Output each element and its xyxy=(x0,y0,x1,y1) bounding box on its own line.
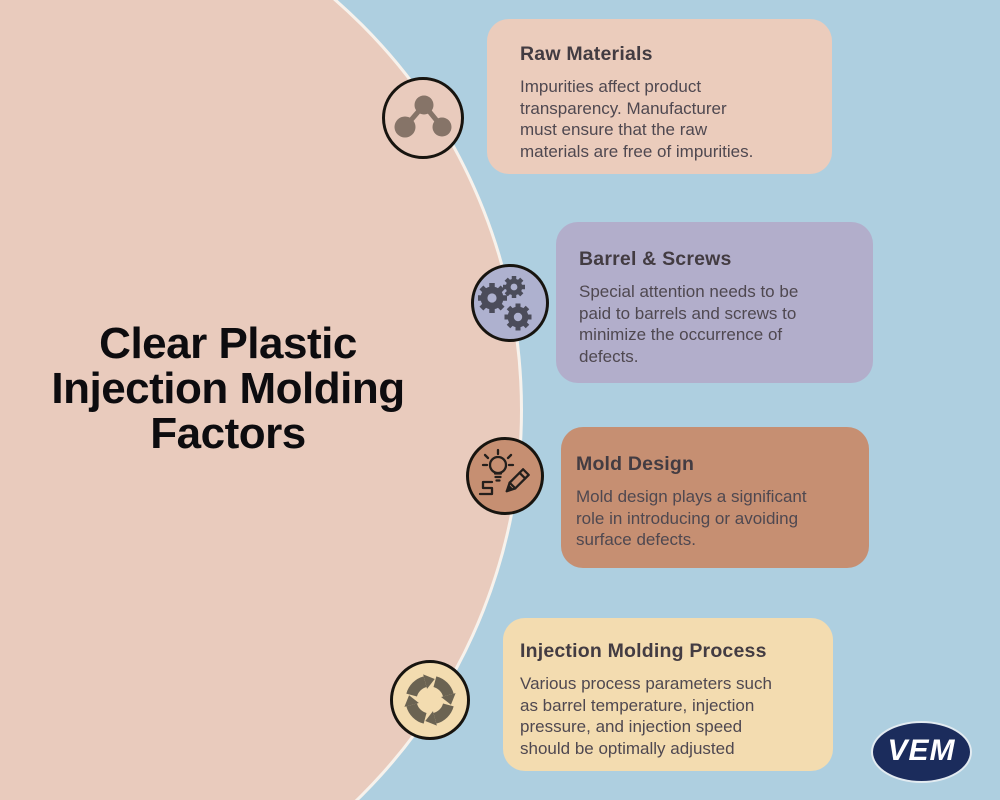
card-heading: Barrel & Screws xyxy=(579,248,732,270)
card-body: Mold design plays a significant role in … xyxy=(576,487,807,549)
card-injection-molding-process: Injection Molding Process Various proces… xyxy=(503,618,833,771)
cycle-icon-badge xyxy=(390,660,470,740)
idea-pencil-icon xyxy=(478,448,530,496)
cycle-icon xyxy=(404,674,456,726)
card-heading: Mold Design xyxy=(576,453,695,475)
idea-pencil-icon-badge xyxy=(466,437,544,515)
card-barrel-screws: Barrel & Screws Special attention needs … xyxy=(556,222,873,383)
gears-icon xyxy=(478,276,532,331)
card-heading: Injection Molding Process xyxy=(520,640,767,662)
card-body: Impurities affect product transparency. … xyxy=(520,77,754,161)
molecule-icon xyxy=(394,95,452,138)
vem-logo-text: VEM xyxy=(887,734,956,767)
card-body: Special attention needs to be paid to ba… xyxy=(579,282,799,366)
card-raw-materials: Raw Materials Impurities affect product … xyxy=(487,19,832,174)
card-body: Various process parameters such as barre… xyxy=(520,674,772,758)
card-heading: Raw Materials xyxy=(520,43,653,65)
gears-icon-badge xyxy=(471,264,549,342)
molecule-icon-badge xyxy=(382,77,464,159)
page-title: Clear Plastic Injection Molding Factors xyxy=(51,319,405,458)
vem-logo: VEM xyxy=(871,721,972,783)
card-mold-design: Mold Design Mold design plays a signific… xyxy=(561,427,869,568)
